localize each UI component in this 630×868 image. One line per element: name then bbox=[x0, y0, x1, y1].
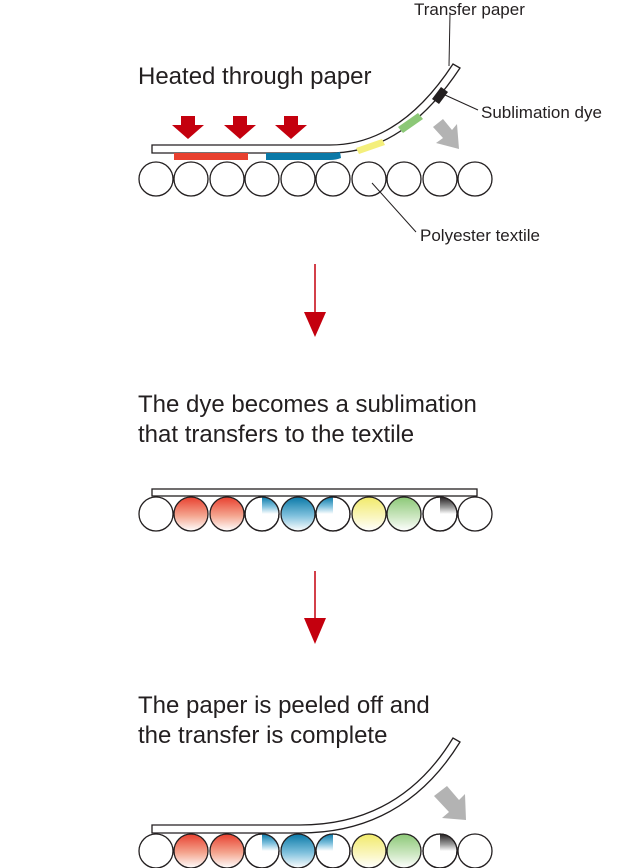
transfer-paper bbox=[151, 488, 478, 497]
dye-black bbox=[432, 87, 448, 104]
transfer-paper-peeled bbox=[151, 737, 461, 834]
step-3-caption-line-1: The paper is peeled off and bbox=[138, 692, 430, 719]
fiber-dyed-green bbox=[386, 833, 422, 868]
fiber-dyed-blue bbox=[280, 833, 316, 868]
fiber bbox=[315, 161, 351, 197]
fiber-outline bbox=[315, 833, 351, 868]
step-3: The paper is peeled off and the transfer… bbox=[138, 692, 493, 868]
fiber bbox=[457, 161, 493, 197]
step-2: The dye becomes a sublimation that trans… bbox=[138, 391, 493, 532]
flow-arrow-icon bbox=[304, 264, 326, 337]
fiber-black-quadrant bbox=[440, 834, 457, 851]
fiber bbox=[138, 833, 174, 868]
leader-polyester-textile bbox=[371, 182, 417, 233]
leader-transfer-paper bbox=[448, 13, 451, 67]
fiber-outline bbox=[422, 833, 458, 868]
polyester-textile-label: Polyester textile bbox=[420, 226, 540, 245]
fiber-outline bbox=[422, 496, 458, 532]
dye-blue bbox=[266, 152, 341, 160]
leader-sublimation-dye bbox=[444, 94, 479, 111]
fiber-blue-quadrant bbox=[316, 834, 333, 851]
step-1: Heated through paper bbox=[138, 0, 602, 245]
fiber-dyed-yellow bbox=[351, 496, 387, 532]
step-1-caption: Heated through paper bbox=[138, 63, 372, 90]
heat-arrow-2 bbox=[224, 116, 256, 139]
fiber bbox=[457, 496, 493, 532]
fiber-blue-quadrant bbox=[316, 497, 333, 514]
heat-arrow-1 bbox=[172, 116, 204, 139]
lift-arrow-icon bbox=[434, 786, 466, 820]
step-2-caption: The dye becomes a sublimation that trans… bbox=[138, 391, 484, 448]
fiber-dyed-red bbox=[173, 833, 209, 868]
fiber-dyed-red bbox=[173, 496, 209, 532]
transfer-paper-label: Transfer paper bbox=[414, 0, 525, 19]
fiber-blue-quadrant bbox=[262, 834, 279, 851]
flow-arrow-icon bbox=[304, 571, 326, 644]
step-3-caption-line-2: the transfer is complete bbox=[138, 722, 387, 749]
flow-arrow-2-head bbox=[304, 618, 326, 644]
fiber bbox=[138, 496, 174, 532]
fiber-black-quadrant bbox=[440, 497, 457, 514]
polyester-textile bbox=[138, 161, 493, 197]
flow-arrow-1-head bbox=[304, 312, 326, 337]
dye-red bbox=[174, 153, 248, 160]
fiber-blue-quadrant bbox=[262, 497, 279, 514]
polyester-textile bbox=[138, 833, 493, 868]
heat-arrow-icon bbox=[172, 116, 307, 139]
fiber bbox=[280, 161, 316, 197]
fiber bbox=[457, 833, 493, 868]
dye-yellow bbox=[356, 139, 385, 154]
fiber bbox=[386, 161, 422, 197]
step-2-caption-line-2: that transfers to the textile bbox=[138, 421, 414, 448]
step-3-caption: The paper is peeled off and the transfer… bbox=[138, 692, 436, 749]
fiber bbox=[173, 161, 209, 197]
sublimation-dye-label: Sublimation dye bbox=[481, 103, 602, 122]
step-1-caption-line-1: Heated through paper bbox=[138, 63, 372, 90]
fiber-outline bbox=[244, 833, 280, 868]
fiber bbox=[244, 161, 280, 197]
fiber bbox=[351, 161, 387, 197]
fiber-outline bbox=[315, 496, 351, 532]
lift-arrow-icon bbox=[433, 119, 459, 149]
fiber bbox=[422, 161, 458, 197]
fiber-dyed-red bbox=[209, 496, 245, 532]
fiber-dyed-red bbox=[209, 833, 245, 868]
fiber-dyed-yellow bbox=[351, 833, 387, 868]
fiber-dyed-blue bbox=[280, 496, 316, 532]
fiber bbox=[209, 161, 245, 197]
polyester-textile bbox=[138, 496, 493, 532]
heat-arrow-3 bbox=[275, 116, 307, 139]
step-2-caption-line-1: The dye becomes a sublimation bbox=[138, 391, 477, 418]
fiber-outline bbox=[244, 496, 280, 532]
fiber bbox=[138, 161, 174, 197]
dye-green bbox=[398, 113, 423, 133]
fiber-dyed-green bbox=[386, 496, 422, 532]
